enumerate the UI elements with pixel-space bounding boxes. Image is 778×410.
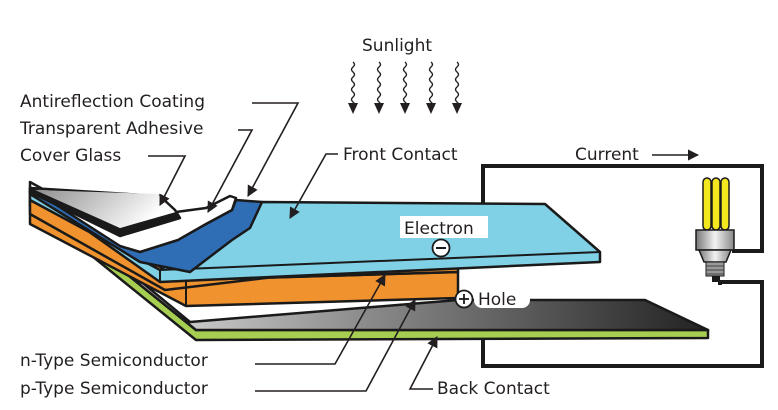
leader-lines [148, 102, 438, 392]
adhesive-leader [207, 129, 254, 213]
sunlight-label: Sunlight [362, 36, 432, 56]
front-contact-label: Front Contact [343, 145, 458, 165]
cover-glass-label: Cover Glass [20, 146, 121, 166]
sunlight-arrowhead-icon [348, 103, 358, 114]
sunlight-rays [348, 61, 462, 114]
current-label: Current [575, 145, 639, 165]
n-type-label: n-Type Semiconductor [20, 351, 208, 371]
circuit-wire [481, 164, 764, 368]
cover-glass-leader [148, 155, 187, 206]
hole-label-bg [474, 288, 530, 308]
p-type-leader [255, 299, 416, 392]
p-type-label: p-Type Semiconductor [20, 379, 208, 399]
sunlight-ray-icon [402, 61, 408, 108]
back-contact-leader [408, 336, 438, 390]
front-contact-leader [289, 153, 338, 219]
sunlight-ray-icon [428, 61, 434, 108]
sunlight-ray-icon [454, 61, 460, 108]
antireflection-leader [247, 102, 300, 197]
sunlight-arrowhead-icon [400, 103, 410, 114]
sunlight-ray-icon [350, 61, 356, 108]
hole-label: Hole [478, 290, 516, 310]
sunlight-arrowhead-icon [374, 103, 384, 114]
electron-label: Electron [404, 219, 474, 239]
sunlight-arrowhead-icon [452, 103, 462, 114]
sunlight-ray-icon [376, 61, 382, 108]
light-bulb-icon [695, 177, 735, 282]
electron-label-bg [400, 216, 488, 238]
antireflection-label: Antireflection Coating [20, 92, 205, 112]
sunlight-arrowhead-icon [426, 103, 436, 114]
back-contact-label: Back Contact [437, 379, 550, 399]
n-type-leader [255, 274, 386, 365]
adhesive-label: Transparent Adhesive [19, 119, 204, 139]
